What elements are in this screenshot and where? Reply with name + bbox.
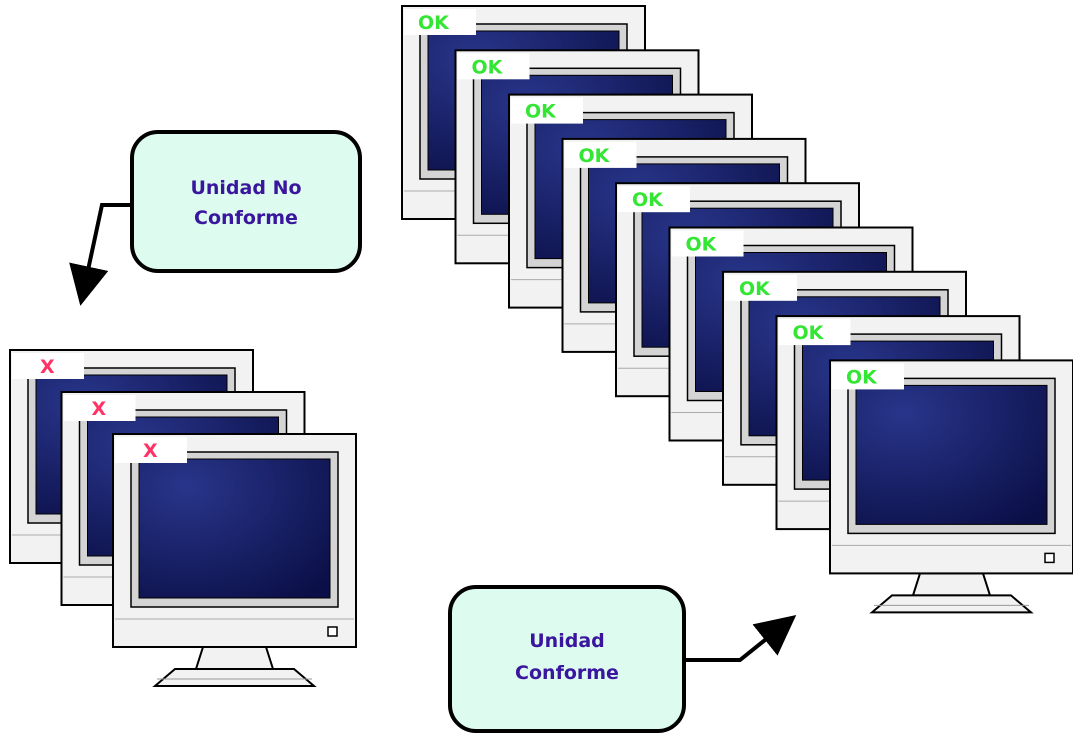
non-conforming-callout-line2: Conforme bbox=[194, 207, 298, 229]
ok-status-label: OK bbox=[632, 189, 664, 211]
non-conforming-callout: Unidad No Conforme bbox=[130, 130, 362, 273]
ok-status-label: OK bbox=[525, 101, 557, 123]
monitor-stand-base bbox=[869, 594, 1034, 614]
conforming-callout: Unidad Conforme bbox=[448, 585, 686, 733]
x-status-label: X bbox=[40, 356, 55, 378]
status-label-background bbox=[404, 9, 476, 35]
arrow-to-non-conforming bbox=[69, 203, 134, 306]
ok-status-label: OK bbox=[579, 145, 611, 167]
x-status-label: X bbox=[92, 398, 107, 420]
ok-status-label: OK bbox=[793, 322, 825, 344]
conforming-callout-line1: Unidad bbox=[529, 630, 605, 652]
status-label-background bbox=[832, 363, 904, 390]
status-label-background bbox=[564, 141, 637, 168]
non-conforming-monitor: X bbox=[112, 433, 357, 687]
monitor-neck bbox=[194, 646, 275, 670]
status-label-background bbox=[671, 230, 744, 257]
status-label-background bbox=[12, 353, 84, 379]
conforming-monitor: OK bbox=[829, 359, 1073, 614]
power-button-icon bbox=[327, 626, 338, 637]
status-label-background bbox=[115, 437, 187, 463]
ok-status-label: OK bbox=[686, 234, 718, 256]
status-label-background bbox=[618, 186, 690, 213]
arrow-to-conforming bbox=[683, 615, 797, 662]
monitor-stand-base bbox=[152, 668, 317, 687]
ok-status-label: OK bbox=[846, 366, 878, 388]
ok-status-label: OK bbox=[418, 12, 450, 34]
non-conforming-callout-line1: Unidad No bbox=[190, 177, 302, 199]
status-label-background bbox=[63, 395, 136, 421]
status-label-background bbox=[457, 53, 530, 80]
ok-status-label: OK bbox=[472, 56, 504, 78]
status-label-background bbox=[511, 97, 583, 124]
ok-status-label: OK bbox=[739, 278, 771, 300]
status-label-background bbox=[778, 319, 851, 346]
monitor-screen bbox=[855, 384, 1048, 525]
status-label-background bbox=[725, 274, 797, 301]
x-status-label: X bbox=[143, 440, 158, 462]
conforming-callout-line2: Conforme bbox=[515, 662, 619, 684]
non-conforming-monitors-group: X X X bbox=[9, 349, 357, 687]
callout-arrows bbox=[69, 203, 797, 662]
power-button-icon bbox=[1044, 552, 1055, 564]
conforming-monitors-group: OK OK OK OK OK OK OK OK OK bbox=[401, 5, 1073, 614]
monitor-screen bbox=[138, 458, 331, 599]
monitor-neck bbox=[911, 572, 992, 597]
